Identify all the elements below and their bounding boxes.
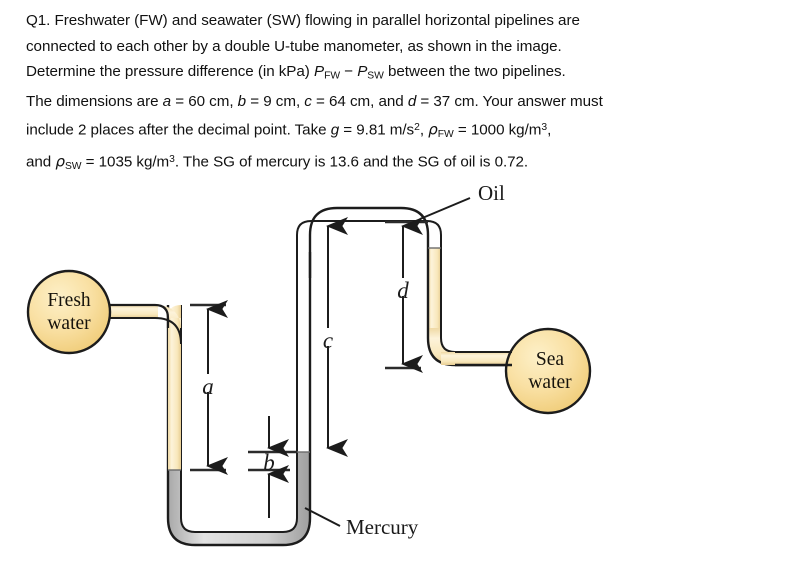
dim-b-label: b xyxy=(263,450,275,475)
seawater-pipe-outline xyxy=(455,351,512,367)
sea-water-label-line2: water xyxy=(528,372,572,393)
rho-sw-value: = 1035 kg/m xyxy=(81,153,170,171)
rho-sw-exponent: 3 xyxy=(169,154,175,166)
problem-line-3: Determine the pressure difference (in kP… xyxy=(26,59,788,89)
freshwater-pipe-body xyxy=(100,305,158,318)
dimension-d: d xyxy=(385,217,428,373)
manometer-diagram: Fresh water Sea water a b c xyxy=(0,178,811,570)
right-tube-outer-wall xyxy=(308,206,505,367)
left-tube-wall xyxy=(166,252,312,547)
right-tube-inner-wall xyxy=(296,220,505,353)
left-u-tube xyxy=(166,252,312,547)
dim-a-label: a xyxy=(202,374,214,399)
problem-line-3-lead: Determine the pressure difference (in kP… xyxy=(26,63,314,81)
problem-line-3-tail: between the two pipelines. xyxy=(383,63,566,81)
oil-leader-line xyxy=(419,197,471,220)
problem-statement: Q1. Freshwater (FW) and seawater (SW) fl… xyxy=(26,8,788,180)
rho-fw-exponent: 3 xyxy=(541,121,548,133)
problem-line-2-text: connected to each other by a double U-tu… xyxy=(26,37,562,55)
left-tube-inner-wall xyxy=(180,252,298,533)
oil-label: Oil xyxy=(478,181,505,205)
g-exponent: 2 xyxy=(414,121,420,133)
fresh-water-label-line2: water xyxy=(47,313,91,334)
pressure-fw-symbol: P xyxy=(313,63,325,81)
fresh-water-circle xyxy=(26,269,112,355)
sg-sentence: . The SG of mercury is 13.6 and the SG o… xyxy=(174,153,529,171)
rho-fw-value: = 1000 kg/m xyxy=(453,121,542,139)
sea-water-label-line1: Sea xyxy=(536,349,565,370)
sea-water-vessel: Sea water xyxy=(504,327,592,415)
val-a: = 60 cm, xyxy=(171,93,238,111)
rho-fw-subscript: FW xyxy=(437,128,454,140)
val-g: = 9.81 m/s xyxy=(339,121,415,139)
fluid-interface-lines xyxy=(168,247,441,471)
var-d: d xyxy=(407,93,417,111)
line5-separator: , xyxy=(419,121,429,139)
oil-callout: Oil xyxy=(419,181,505,220)
dimensions-lead: The dimensions are xyxy=(26,93,163,111)
seawater-pipe xyxy=(441,352,519,365)
problem-line-6: and ρSW = 1035 kg/m3. The SG of mercury … xyxy=(26,147,788,180)
dimension-c: c xyxy=(323,217,348,457)
freshwater-pipe-outline-top xyxy=(100,303,170,328)
sea-water-circle xyxy=(504,327,592,415)
val-d: = 37 cm. Your answer must xyxy=(416,93,603,111)
val-b: = 9 cm, xyxy=(246,93,305,111)
pressure-fw-subscript: FW xyxy=(324,70,341,82)
dim-d-label: d xyxy=(397,278,409,303)
question-number: Q1. xyxy=(26,12,51,29)
var-a: a xyxy=(162,93,172,111)
val-c: = 64 cm, and xyxy=(311,93,408,111)
fresh-water-vessel: Fresh water xyxy=(26,269,112,355)
pressure-sw-subscript: SW xyxy=(367,70,384,82)
minus-sign: − xyxy=(340,63,358,81)
mercury-callout: Mercury xyxy=(304,507,419,539)
rho-fw-symbol: ρ xyxy=(428,120,438,139)
seawater-pipe-body xyxy=(441,352,519,365)
freshwater-column xyxy=(168,305,181,470)
freshwater-pipe xyxy=(100,303,182,345)
problem-line-1: Q1. Freshwater (FW) and seawater (SW) fl… xyxy=(26,8,788,34)
var-g: g xyxy=(330,121,340,139)
line5-end: , xyxy=(547,121,552,139)
freshwater-fluid-body xyxy=(168,318,181,470)
rho-sw-subscript: SW xyxy=(64,161,82,173)
dimension-b: b xyxy=(248,416,297,518)
problem-line-5: include 2 places after the decimal point… xyxy=(26,115,788,148)
mercury-leader-line xyxy=(304,507,341,527)
dim-c-label: c xyxy=(323,328,333,353)
problem-line-4: The dimensions are a = 60 cm, b = 9 cm, … xyxy=(26,89,788,115)
problem-line-1-text: Freshwater (FW) and seawater (SW) flowin… xyxy=(54,12,580,29)
freshwater-pipe-outline-bottom xyxy=(100,317,182,345)
line6-lead: and xyxy=(26,153,56,171)
var-c: c xyxy=(304,93,312,111)
mercury-label: Mercury xyxy=(346,515,419,539)
mercury-fluid-left-leg xyxy=(168,452,310,545)
pressure-sw-symbol: P xyxy=(357,63,368,81)
oil-fluid-right-leg-body xyxy=(428,248,441,343)
var-b: b xyxy=(237,93,247,111)
problem-line-2: connected to each other by a double U-tu… xyxy=(26,34,788,60)
rho-sw-symbol: ρ xyxy=(55,152,65,171)
precision-instruction: include 2 places after the decimal point… xyxy=(26,121,331,139)
dimension-a: a xyxy=(190,300,228,475)
fresh-water-label-line1: Fresh xyxy=(47,290,91,311)
